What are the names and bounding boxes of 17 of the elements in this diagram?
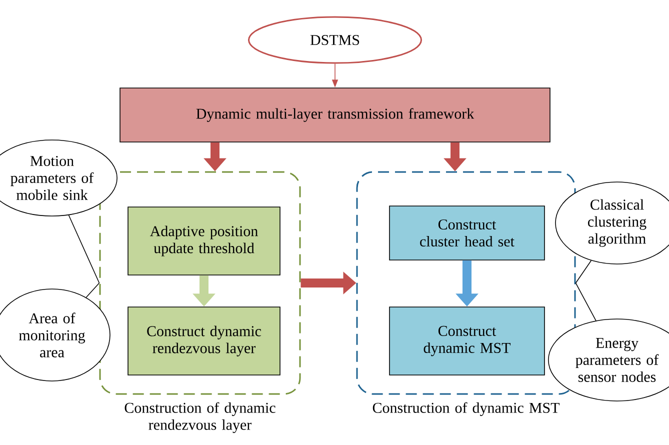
process-box: Adaptive position update threshold	[128, 206, 280, 276]
process-box: Dynamic multi-layer transmission framework	[120, 88, 550, 142]
oval-node: DSTMS	[248, 16, 422, 64]
node-label: Construction of dynamic rendezvous layer	[124, 402, 276, 433]
oval-note: Energy parameters of sensor nodes	[548, 318, 669, 402]
process-box: Construct dynamic MST	[389, 306, 545, 376]
node-label: Construction of dynamic MST	[372, 402, 560, 416]
oval-note: Motion parameters of mobile sink	[0, 140, 118, 216]
dashed-group	[99, 171, 301, 395]
leader-line	[68, 214, 100, 284]
oval-note: Area of monitoring area	[0, 288, 110, 382]
leader-line	[575, 260, 592, 284]
leader-line	[86, 282, 100, 298]
oval-note: Classical clustering algorithm	[555, 182, 669, 264]
process-box: Construct dynamic rendezvous layer	[128, 306, 280, 376]
leader-line	[575, 282, 596, 321]
process-box: Construct cluster head set	[389, 206, 545, 260]
